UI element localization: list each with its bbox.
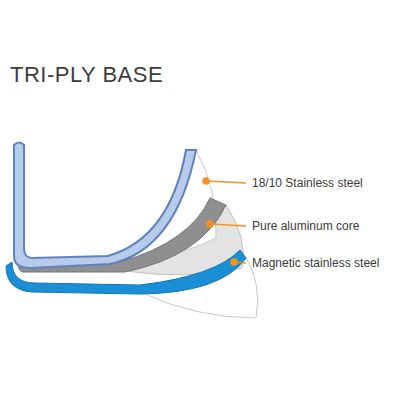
leader-dot	[231, 259, 237, 265]
leader-line	[210, 224, 246, 226]
leader-line	[206, 181, 246, 183]
stainless-steel-layer	[14, 143, 196, 269]
layer-label: Magnetic stainless steel	[252, 256, 379, 270]
layer-label: 18/10 Stainless steel	[252, 176, 363, 190]
diagram-title: TRI-PLY BASE	[10, 62, 163, 88]
layer-label: Pure aluminum core	[252, 219, 359, 233]
leader-dot	[207, 221, 213, 227]
top-layer-fan	[108, 150, 216, 259]
leader-dot	[203, 178, 209, 184]
